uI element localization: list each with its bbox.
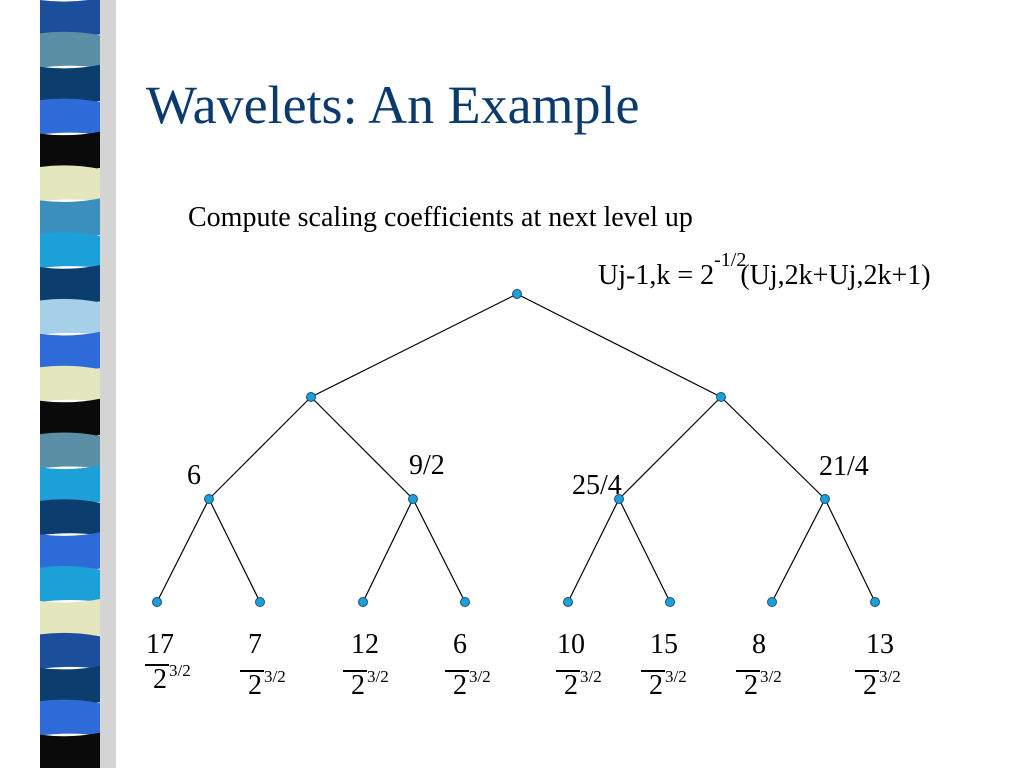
tree-edge [618,396,722,500]
stripe-band [40,398,100,438]
tree-edge [824,498,876,603]
stripe-band [40,432,100,469]
tree-leaf-node [460,597,470,607]
stripe-band [40,331,100,371]
denominator-base: 2 [248,670,262,701]
tree-leaf-node [767,597,777,607]
stripe-band [40,131,100,170]
tree-edge [567,498,620,603]
tree-leaf-node [358,597,368,607]
stripe-band [40,665,100,705]
level1-label-2: 9/2 [409,450,445,481]
denominator-base: 2 [351,670,365,701]
stripe-band [40,64,100,104]
tree-node [204,494,214,504]
stripe-band [40,198,100,237]
stripe-band [40,532,100,571]
leaf-value-4: 6 [453,629,467,660]
stripe-shadow [100,0,116,768]
level1-label-1: 6 [187,460,201,491]
decorative-stripe [40,0,116,768]
stripe-band [40,599,100,638]
stripe-band [40,365,100,402]
tree-node [614,494,624,504]
scaling-formula: Uj-1,k = 2-1/2(Uj,2k+Uj,2k+1) [598,250,931,291]
leaf-value-1: 17 [146,629,174,660]
leaf-value-7: 8 [752,629,766,660]
stripe-band [40,98,100,135]
tree-edge [310,293,518,398]
denominator-exponent: 3/2 [169,661,191,680]
denominator-exponent: 3/2 [665,667,687,686]
stripe-band [40,165,100,202]
denominator-exponent: 3/2 [760,667,782,686]
tree-edge [516,293,722,398]
tree-edge [156,498,210,603]
stripe-band [40,699,100,736]
level1-label-3: 25/4 [572,470,622,501]
tree-leaf-node [563,597,573,607]
leaf-value-8: 13 [866,629,894,660]
stripe-band [40,298,100,335]
formula-exponent: -1/2 [714,249,747,271]
tree-edge [412,498,466,603]
slide-subtitle: Compute scaling coefficients at next lev… [188,202,693,233]
denominator-base: 2 [649,670,663,701]
leaf-value-5: 10 [557,629,585,660]
tree-leaf-node [665,597,675,607]
tree-edge [208,396,312,500]
denominator-base: 2 [453,670,467,701]
stripe-band [40,31,100,68]
denominator-exponent: 3/2 [469,667,491,686]
stripe-band [40,732,100,768]
formula-tail: (Uj,2k+Uj,2k+1) [740,260,931,291]
leaf-value-2: 7 [248,629,262,660]
stripe-band [40,265,100,304]
formula-base: Uj-1,k = 2 [598,260,715,291]
stripe-band [40,632,100,669]
tree-leaf-node [152,597,162,607]
denominator-base: 2 [744,670,758,701]
denominator-exponent: 3/2 [879,667,901,686]
leaf-value-6: 15 [650,629,678,660]
leaf-value-3: 12 [351,629,379,660]
stripe-band [40,232,100,269]
denominator-exponent: 3/2 [580,667,602,686]
denominator-base: 2 [863,670,877,701]
stripe-band [40,465,100,504]
denominator-base: 2 [153,664,167,695]
tree-root-node [512,289,522,299]
slide-title: Wavelets: An Example [146,75,640,135]
level1-label-4: 21/4 [819,451,869,482]
tree-node [408,494,418,504]
stripe-band [40,499,100,536]
tree-node [306,392,316,402]
tree-edge [362,498,414,603]
stripe-band [40,0,100,37]
tree-leaf-node [870,597,880,607]
denominator-exponent: 3/2 [264,667,286,686]
tree-edge [208,498,261,603]
tree-edge [720,396,826,500]
tree-edge [618,498,671,603]
denominator-exponent: 3/2 [367,667,389,686]
tree-node [820,494,830,504]
tree-leaf-node [255,597,265,607]
denominator-base: 2 [564,670,578,701]
stripe-band [40,566,100,603]
tree-edge [310,396,414,500]
tree-edge [771,498,826,603]
tree-node [716,392,726,402]
